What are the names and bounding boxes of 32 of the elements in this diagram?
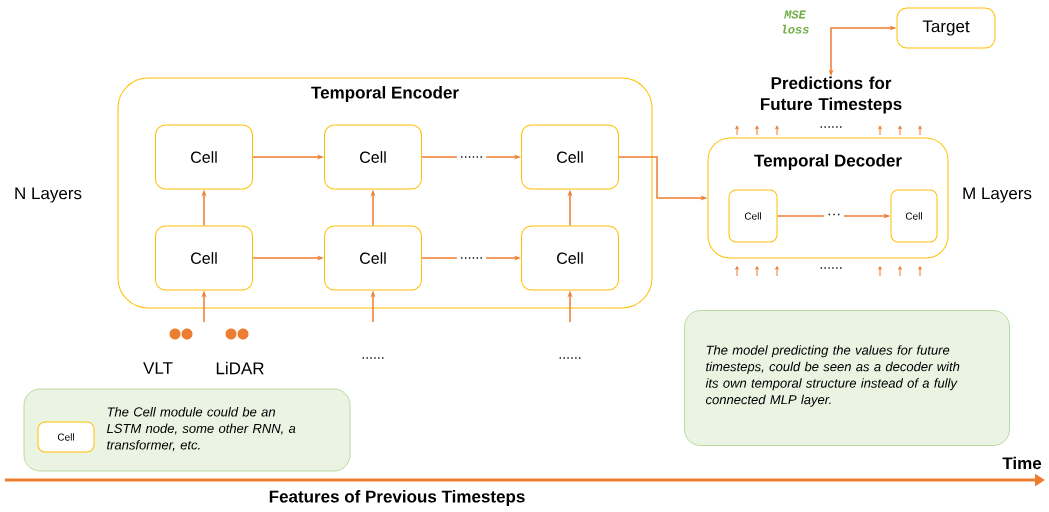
- edge-label: ......: [456, 153, 487, 161]
- arrow: [735, 266, 739, 277]
- arrow: [898, 266, 902, 277]
- target-box: Target: [896, 7, 996, 49]
- cell-box: Cell: [728, 189, 778, 243]
- cell-box: Cell: [521, 124, 619, 190]
- cell-box: Cell: [521, 225, 619, 291]
- edge-label: MSE loss: [777, 9, 813, 35]
- layer-label: N Layers: [15, 187, 82, 203]
- input-label: LiDAR: [216, 361, 264, 375]
- dots-label: ......: [559, 357, 581, 359]
- input-label: VLT: [143, 362, 173, 374]
- cell-box: Cell: [324, 225, 422, 291]
- cell-box: Cell: [324, 124, 422, 190]
- cell-box: Cell: [155, 225, 253, 291]
- note-box: The model predicting the values for future timesteps, could be seen as a decoder with its own temporal structure instead of a fully connected MLP layer.: [684, 310, 1010, 446]
- cell-box: Cell: [890, 189, 938, 243]
- arrow: [775, 266, 779, 277]
- arrow: [878, 266, 882, 277]
- edge-label: ......: [456, 254, 487, 262]
- layer-label: M Layers: [963, 187, 1032, 203]
- dots-label: ......: [820, 126, 842, 128]
- heading-text: Predictions for Future Timesteps: [761, 76, 902, 114]
- dots-label: ......: [820, 267, 842, 269]
- dots-label: ......: [362, 357, 384, 359]
- cell-box: Cell: [37, 421, 95, 453]
- axis-label: Time: [1002, 456, 1042, 470]
- cell-box: Cell: [155, 124, 253, 190]
- axis-label: Features of Previous Timesteps: [269, 490, 525, 506]
- arrow: [918, 266, 922, 277]
- arrow: [755, 266, 759, 277]
- edge-label: ···: [824, 210, 844, 222]
